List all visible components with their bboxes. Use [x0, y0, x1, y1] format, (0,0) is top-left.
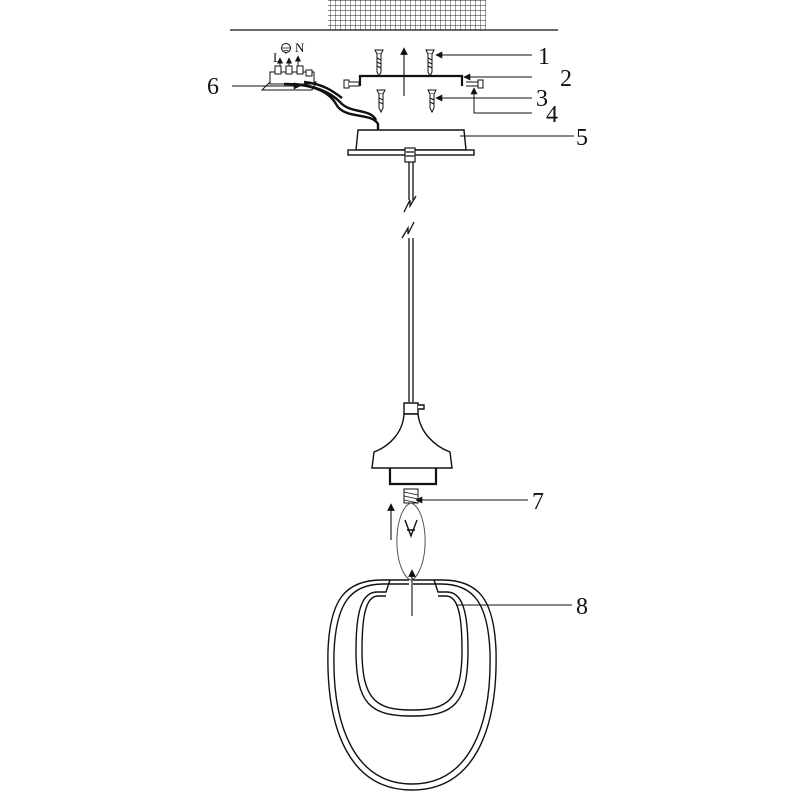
neutral-wire-label: N [295, 40, 305, 55]
ceiling-texture [328, 0, 486, 30]
callout-2: 2 [560, 66, 572, 92]
ceiling [230, 0, 558, 31]
callout-4: 4 [546, 102, 558, 128]
supply-wires [283, 80, 380, 130]
callout-7: 7 [532, 489, 544, 515]
live-wire-label: L [273, 50, 281, 65]
callout-6: 6 [207, 74, 219, 100]
screw-bottom-left [376, 89, 386, 114]
side-screw-right [466, 79, 484, 89]
suspension-cable [401, 162, 417, 402]
lamp-holder [371, 402, 453, 469]
glass-shade [327, 579, 497, 791]
side-screw-left [343, 79, 360, 89]
callout-8: 8 [576, 594, 588, 620]
screw-top-left [374, 49, 384, 78]
callout-5: 5 [576, 125, 588, 151]
cord-grip [404, 147, 416, 163]
callout-1: 1 [538, 44, 550, 70]
screw-top-right [425, 49, 435, 78]
screw-bottom-right [427, 89, 437, 114]
holder-sleeve [388, 468, 438, 486]
leader-4 [470, 87, 532, 114]
candle-bulb [396, 488, 426, 581]
mounting-bracket [358, 74, 464, 86]
leader-lines [232, 51, 574, 606]
terminal-arrows [276, 55, 302, 66]
callout-3: 3 [536, 86, 548, 112]
